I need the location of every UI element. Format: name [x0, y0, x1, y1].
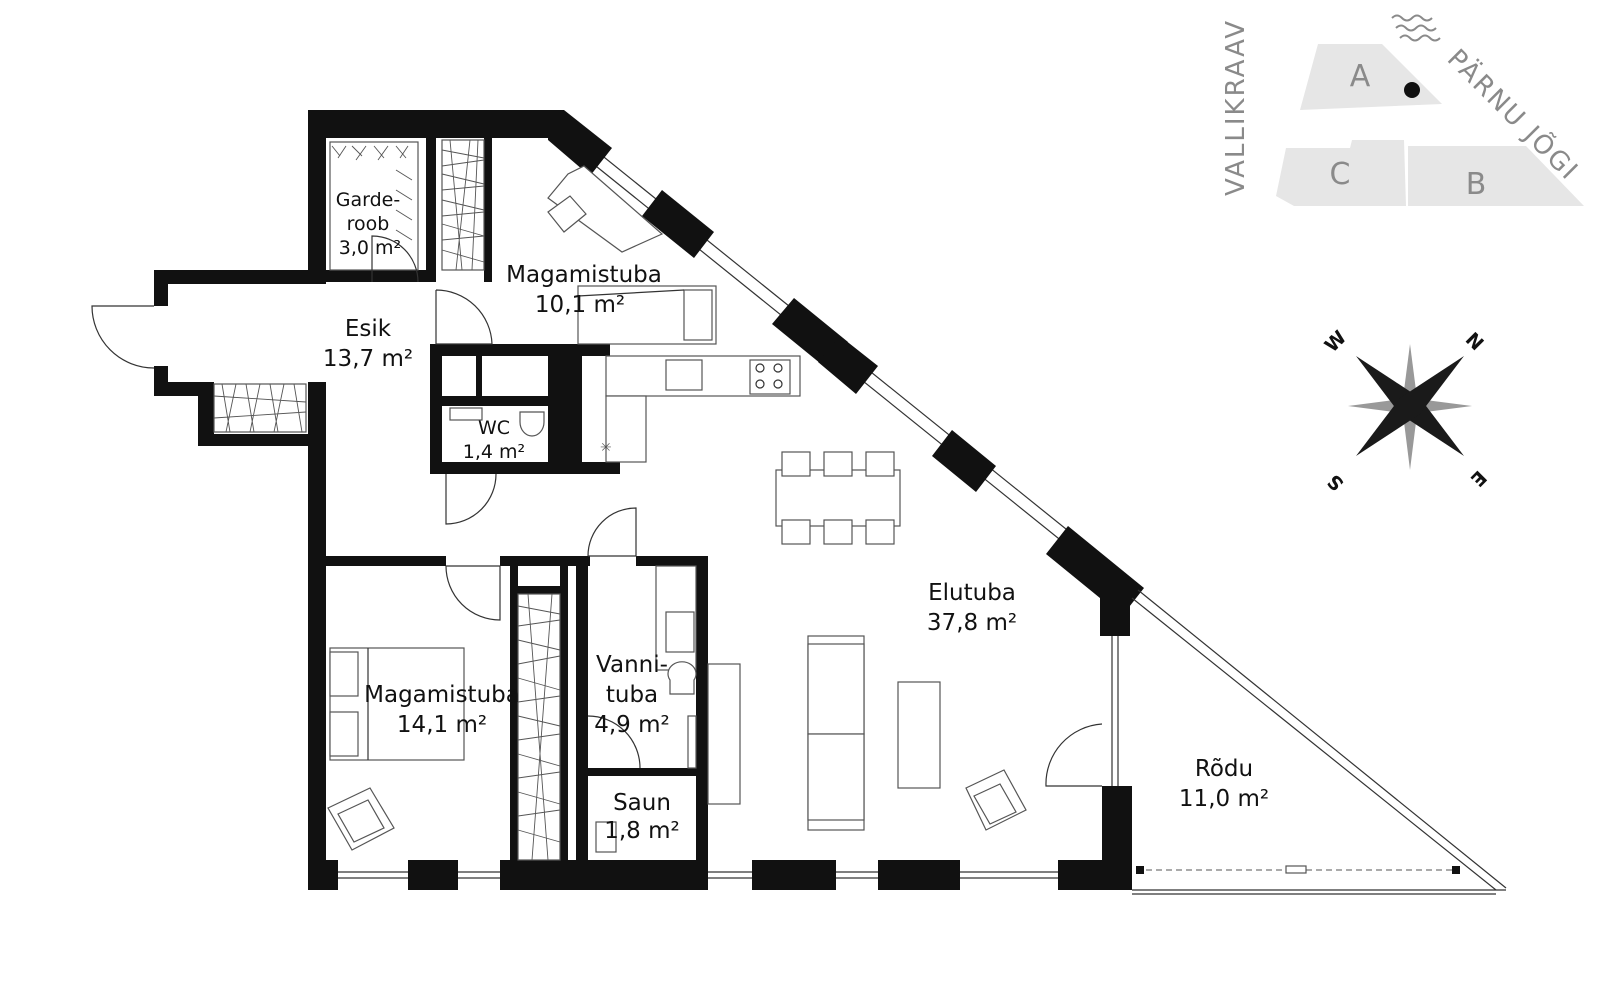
room-rodu-area: 11,0 m² — [1179, 786, 1269, 812]
room-elutuba-area: 37,8 m² — [927, 610, 1017, 636]
building-c-label: C — [1330, 157, 1351, 192]
room-esik-area: 13,7 m² — [323, 346, 413, 372]
room-garderoob-line1: Garde- — [336, 189, 400, 211]
building-a — [1300, 44, 1442, 110]
room-wc-name: WC — [478, 417, 510, 439]
room-rodu-name: Rõdu — [1195, 756, 1253, 782]
room-saun-name: Saun — [613, 790, 671, 816]
waves-icon — [1391, 14, 1441, 42]
compass-e: E — [1466, 466, 1491, 491]
room-esik-name: Esik — [345, 316, 392, 342]
street-vallikraav: VALLIKRAAV — [1221, 19, 1251, 196]
building-b — [1408, 146, 1584, 206]
compass-w: W — [1321, 327, 1351, 357]
interior-walls — [326, 138, 708, 860]
furniture: ✳ — [327, 165, 1027, 853]
room-garderoob-area: 3,0 m² — [339, 237, 401, 259]
room-bedroom2-name: Magamistuba — [364, 682, 520, 708]
site-map: A B C VALLIKRAAV PÄRNU JÕGI — [1221, 14, 1586, 206]
balcony-outline — [1131, 589, 1507, 895]
compass-rose-icon: N W S E — [1321, 327, 1491, 495]
compass-s: S — [1323, 470, 1348, 495]
doors — [91, 235, 1103, 787]
building-b-label: B — [1466, 167, 1487, 202]
room-vannituba-line1: Vanni- — [596, 652, 668, 678]
room-bedroom1-name: Magamistuba — [506, 262, 662, 288]
exterior-walls — [154, 110, 1144, 890]
room-wc-area: 1,4 m² — [463, 441, 525, 463]
room-saun-area: 1,8 m² — [604, 818, 680, 844]
building-a-label: A — [1350, 59, 1371, 94]
room-garderoob-line2: roob — [347, 213, 390, 235]
room-bedroom2-area: 14,1 m² — [397, 712, 487, 738]
room-bedroom1-area: 10,1 m² — [535, 292, 625, 318]
wardrobe-hatch — [213, 139, 561, 861]
compass-n: N — [1461, 328, 1488, 355]
room-vannituba-area: 4,9 m² — [594, 712, 670, 738]
building-c — [1276, 140, 1406, 206]
room-elutuba-name: Elutuba — [928, 580, 1016, 606]
room-vannituba-line2: tuba — [606, 682, 658, 708]
room-labels: Garde- roob 3,0 m² Magamistuba 10,1 m² E… — [323, 189, 1269, 844]
svg-text:✳: ✳ — [600, 440, 612, 456]
location-dot-icon — [1404, 82, 1420, 98]
